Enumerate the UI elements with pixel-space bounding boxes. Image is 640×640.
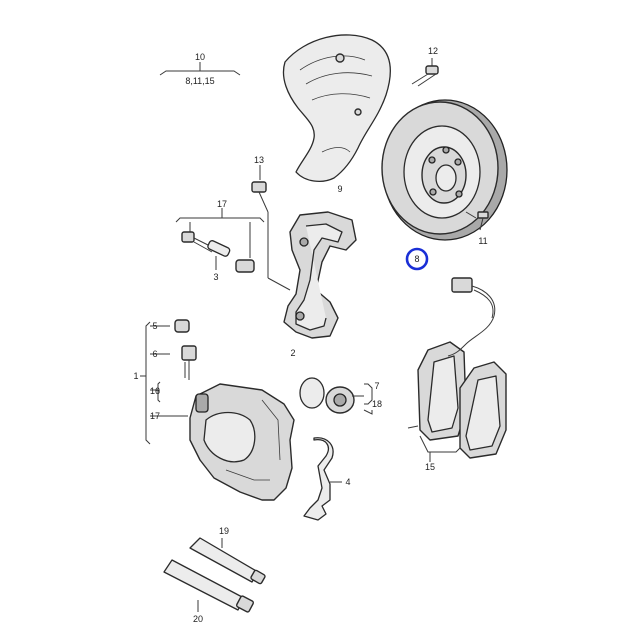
piston-seal-kit-icon (299, 377, 373, 415)
label-3: 3 (213, 272, 218, 282)
spring-clip-4-icon (303, 437, 342, 521)
label-16: 16 (150, 386, 160, 396)
brake-disc-icon (381, 99, 508, 241)
label-9: 9 (337, 184, 342, 194)
caliper-carrier-icon (283, 211, 357, 339)
wear-sensor-icon (447, 277, 496, 357)
label-18: 18 (372, 399, 382, 409)
label-1: 1 (133, 371, 138, 381)
label-13: 13 (254, 155, 264, 165)
bleed-screw-6-icon (181, 345, 197, 380)
label-4: 4 (345, 477, 350, 487)
group-1-bracket (140, 321, 188, 445)
label-10: 10 (195, 52, 205, 62)
grease-tubes-icon (163, 537, 266, 613)
bolt-13-icon (251, 165, 291, 291)
dust-cap-5-icon (174, 319, 190, 333)
label-20: 20 (193, 614, 203, 624)
label-19: 19 (219, 526, 229, 536)
label-8: 8 (414, 254, 419, 264)
splash-shield-icon (282, 34, 392, 183)
label-11: 11 (478, 236, 487, 246)
label-5: 5 (152, 321, 157, 331)
brake-pads-icon (407, 341, 507, 462)
label-7: 7 (374, 381, 379, 391)
label-6: 6 (152, 349, 157, 359)
label-17-pins: 17 (217, 199, 227, 209)
label-2: 2 (290, 348, 295, 358)
label-17-caliper: 17 (150, 411, 160, 421)
highlight-marker (405, 247, 429, 271)
screw-11-icon (465, 211, 489, 231)
label-10-sub: 8,11,15 (185, 76, 214, 86)
bolt-12-icon (411, 58, 439, 87)
group-10-bracket (159, 62, 241, 76)
label-12: 12 (428, 46, 438, 56)
caliper-housing-icon (189, 383, 295, 501)
label-15: 15 (425, 462, 435, 472)
guide-pins-icon (175, 208, 265, 273)
